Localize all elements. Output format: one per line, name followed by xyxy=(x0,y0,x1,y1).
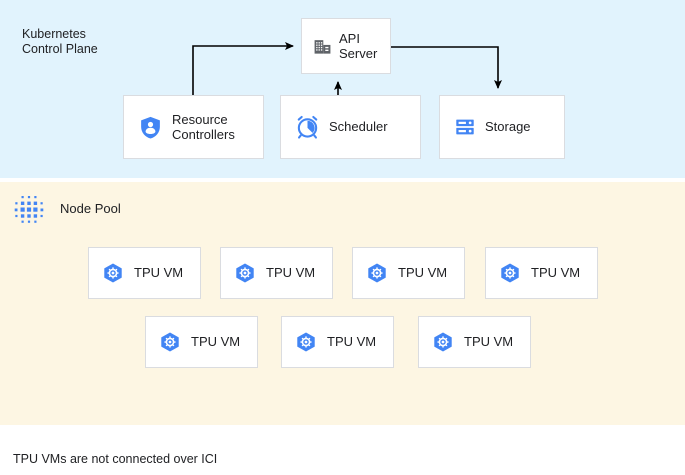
diagram-caption: TPU VMs are not connected over ICI xyxy=(13,452,218,466)
node-pool-title: Node Pool xyxy=(60,201,121,216)
tpu-hex-gear-icon xyxy=(161,332,179,352)
tpu-hex-gear-icon xyxy=(501,263,519,283)
dot-matrix-icon xyxy=(14,196,44,223)
shield-user-icon xyxy=(141,116,160,139)
node-pool-panel xyxy=(0,182,685,425)
scheduler-label: Scheduler xyxy=(329,119,388,135)
tpu-hex-gear-icon xyxy=(236,263,254,283)
api-server-label: API Server xyxy=(339,30,378,62)
tpu-vm-card[interactable]: TPU VM xyxy=(418,316,531,368)
tpu-vm-label: TPU VM xyxy=(266,265,316,281)
tpu-vm-card[interactable]: TPU VM xyxy=(352,247,465,299)
tpu-vm-card[interactable]: TPU VM xyxy=(485,247,598,299)
tpu-hex-gear-icon xyxy=(297,332,315,352)
tpu-vm-label: TPU VM xyxy=(398,265,448,281)
tpu-vm-card[interactable]: TPU VM xyxy=(145,316,258,368)
building-icon xyxy=(314,39,331,54)
tpu-hex-gear-icon xyxy=(368,263,386,283)
tpu-vm-label: TPU VM xyxy=(191,334,241,350)
tpu-vm-card[interactable]: TPU VM xyxy=(88,247,201,299)
tpu-vm-label: TPU VM xyxy=(531,265,581,281)
resource-controllers-card[interactable]: Resource Controllers xyxy=(123,95,264,159)
storage-label: Storage xyxy=(485,119,531,135)
tpu-vm-label: TPU VM xyxy=(134,265,184,281)
resource-controllers-label: Resource Controllers xyxy=(172,111,235,143)
tpu-vm-label: TPU VM xyxy=(327,334,377,350)
storage-card[interactable]: Storage xyxy=(439,95,565,159)
server-rack-icon xyxy=(456,119,474,135)
tpu-vm-card[interactable]: TPU VM xyxy=(281,316,394,368)
api-server-card[interactable]: API Server xyxy=(301,18,391,74)
alarm-clock-icon xyxy=(297,115,318,139)
tpu-hex-gear-icon xyxy=(104,263,122,283)
control-plane-title: Kubernetes Control Plane xyxy=(22,27,98,56)
tpu-hex-gear-icon xyxy=(434,332,452,352)
tpu-vm-card[interactable]: TPU VM xyxy=(220,247,333,299)
tpu-vm-label: TPU VM xyxy=(464,334,514,350)
scheduler-card[interactable]: Scheduler xyxy=(280,95,421,159)
